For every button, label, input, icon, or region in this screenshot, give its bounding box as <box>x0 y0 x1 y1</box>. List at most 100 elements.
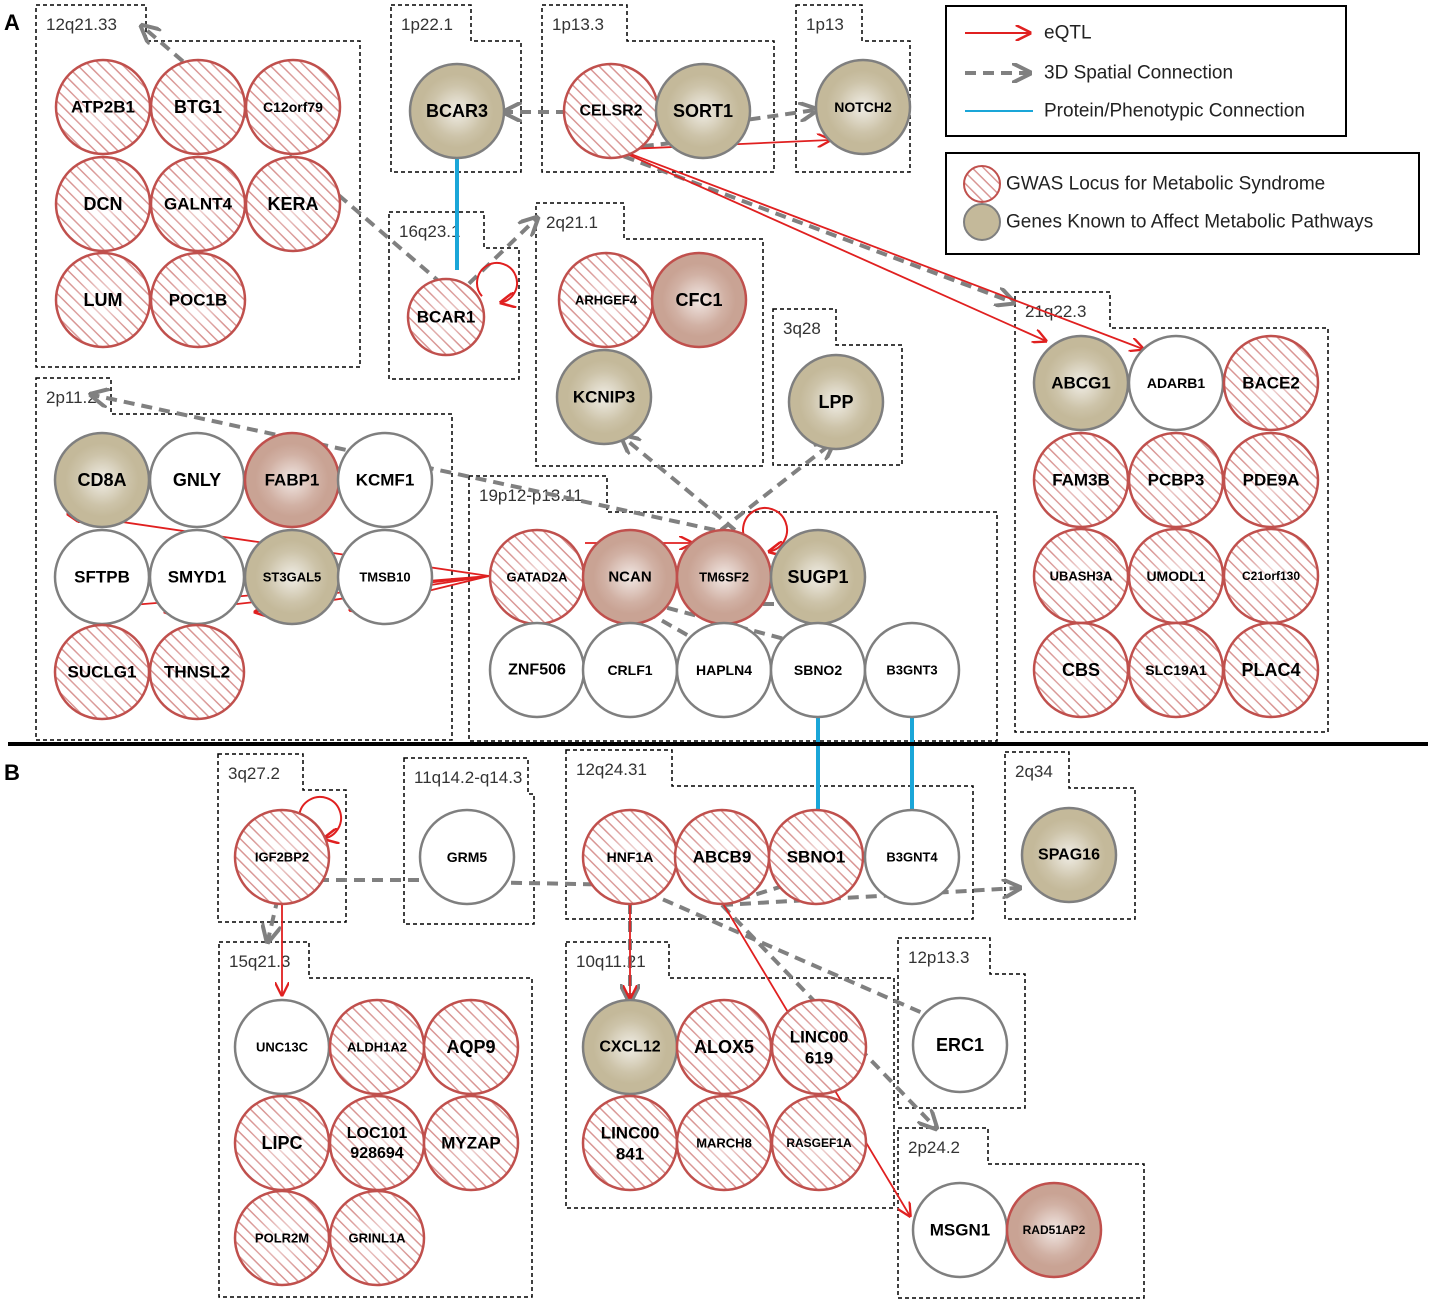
gene-label: BTG1 <box>174 97 222 117</box>
gene-node-kcmf1: KCMF1 <box>336 431 434 529</box>
gene-label: FABP1 <box>265 471 320 490</box>
gene-node-slc19a1: SLC19A1 <box>1127 621 1225 719</box>
gene-node-znf506: ZNF506 <box>488 621 586 719</box>
locus-label: 19p12-p13.11 <box>479 486 583 505</box>
gene-node-march8: MARCH8 <box>675 1094 773 1192</box>
gene-node-st3gal5: ST3GAL5 <box>243 528 341 626</box>
gene-node-sugp1: SUGP1 <box>769 528 867 626</box>
gene-node-ncan: NCAN <box>581 528 679 626</box>
gene-node-cfc1: CFC1 <box>650 251 748 349</box>
gene-label: ADARB1 <box>1147 375 1206 391</box>
gene-label: CRLF1 <box>607 662 652 678</box>
gene-label: GRM5 <box>447 849 488 865</box>
gene-node-sort1: SORT1 <box>654 62 752 160</box>
gene-label: PCBP3 <box>1148 471 1205 490</box>
locus-label: 1p13.3 <box>552 15 604 34</box>
gene-node-msgn1: MSGN1 <box>911 1181 1009 1279</box>
gene-label: SBNO1 <box>787 848 846 867</box>
locus-label: 15q21.3 <box>229 952 290 971</box>
gene-label: CELSR2 <box>579 103 642 120</box>
gene-label: LPP <box>818 392 853 412</box>
gene-label: ST3GAL5 <box>263 570 322 585</box>
gene-label: TM6SF2 <box>699 570 749 585</box>
gene-label: KERA <box>267 194 318 214</box>
gene-label: BACE2 <box>1242 374 1300 393</box>
locus-label: 12q24.31 <box>576 760 647 779</box>
gene-label: MSGN1 <box>930 1221 990 1240</box>
locus-label: 1p13 <box>806 15 844 34</box>
gene-node-hapln4: HAPLN4 <box>675 621 773 719</box>
gene-label: ERC1 <box>936 1035 984 1055</box>
gene-label: ZNF506 <box>508 662 566 679</box>
gene-label: CXCL12 <box>599 1039 660 1056</box>
gene-label: GNLY <box>173 470 221 490</box>
edge-eqtl-bcar1-to-bcar1 <box>476 262 518 303</box>
gene-label: GATAD2A <box>507 570 569 585</box>
gene-node-poc1b: POC1B <box>149 251 247 349</box>
gene-node-tm6sf2: TM6SF2 <box>675 528 773 626</box>
locus-box-16q23-1: 16q23.1 <box>388 211 520 380</box>
gene-node-bace2: BACE2 <box>1222 334 1320 432</box>
gene-label: RAD51AP2 <box>1023 1223 1086 1237</box>
gene-node-arhgef4: ARHGEF4 <box>557 251 655 349</box>
gene-label: UBASH3A <box>1050 569 1113 584</box>
gene-label: UNC13C <box>256 1040 309 1055</box>
gene-label: SLC19A1 <box>1145 662 1207 678</box>
gene-label: LIPC <box>261 1133 302 1153</box>
gene-label: ABCB9 <box>693 848 752 867</box>
locus-label: 11q14.2-q14.3 <box>414 768 522 787</box>
locus-label: 2p24.2 <box>908 1138 960 1157</box>
legend-eqtl-label: eQTL <box>1044 23 1092 44</box>
edge-eqtl-celsr2-to-abcg1 <box>606 144 1046 341</box>
locus-box-12q24-31: 12q24.31 <box>565 749 974 920</box>
gene-label: BCAR1 <box>417 308 476 327</box>
gene-label: MARCH8 <box>696 1136 752 1151</box>
gene-label: KCMF1 <box>356 471 415 490</box>
gene-node-galnt4: GALNT4 <box>149 155 247 253</box>
gene-label: BCAR3 <box>426 101 488 121</box>
gene-node-tmsb10: TMSB10 <box>336 528 434 626</box>
gene-node-hnf1a: HNF1A <box>581 808 679 906</box>
gene-label: POC1B <box>169 291 228 310</box>
gene-label: GRINL1A <box>348 1231 406 1246</box>
gene-label: PLAC4 <box>1241 660 1300 680</box>
gene-label: SUCLG1 <box>68 663 137 682</box>
edge-spatial-bcar1-to-locus-2q21-1 <box>454 219 536 298</box>
edge-legend: eQTL 3D Spatial Connection Protein/Pheno… <box>945 5 1347 137</box>
gene-label: KCNIP3 <box>573 388 635 407</box>
gene-node-spag16: SPAG16 <box>1020 806 1118 904</box>
gene-node-igf2bp2: IGF2BP2 <box>233 808 331 906</box>
gene-node-abcb9: ABCB9 <box>673 808 771 906</box>
gene-node-alox5: ALOX5 <box>675 998 773 1096</box>
locus-box-3q27-2: 3q27.2 <box>217 753 347 923</box>
gene-node-pde9a: PDE9A <box>1222 431 1320 529</box>
gene-label: ALDH1A2 <box>347 1040 407 1055</box>
gene-label: SFTPB <box>74 568 130 587</box>
gene-node-rad51ap2: RAD51AP2 <box>1005 1181 1103 1279</box>
gene-label: C12orf79 <box>263 99 323 115</box>
gene-node-gatad2a: GATAD2A <box>488 528 586 626</box>
locus-box-21q22-3: 21q22.3 <box>1014 291 1329 733</box>
gene-node-sbno2: SBNO2 <box>769 621 867 719</box>
gene-node-polr2m: POLR2M <box>233 1189 331 1287</box>
gene-label: DCN <box>84 194 123 214</box>
gene-label: MYZAP <box>441 1134 501 1153</box>
node-legend: GWAS Locus for Metabolic Syndrome Genes … <box>945 152 1420 255</box>
gene-label: SUGP1 <box>787 567 848 587</box>
gene-label: TMSB10 <box>359 570 410 585</box>
gene-node-plac4: PLAC4 <box>1222 621 1320 719</box>
gene-node-cd8a: CD8A <box>53 431 151 529</box>
edge-eqtl-tm6sf2-to-tm6sf2 <box>742 507 789 552</box>
gene-node-btg1: BTG1 <box>149 58 247 156</box>
gene-node-unc13c: UNC13C <box>233 998 331 1096</box>
gene-label: UMODL1 <box>1146 568 1205 584</box>
gene-node-aqp9: AQP9 <box>422 998 520 1096</box>
gene-node-kcnip3: KCNIP3 <box>555 348 653 446</box>
legend-gwas-label: GWAS Locus for Metabolic Syndrome <box>1006 174 1325 195</box>
locus-label: 1p22.1 <box>401 15 453 34</box>
